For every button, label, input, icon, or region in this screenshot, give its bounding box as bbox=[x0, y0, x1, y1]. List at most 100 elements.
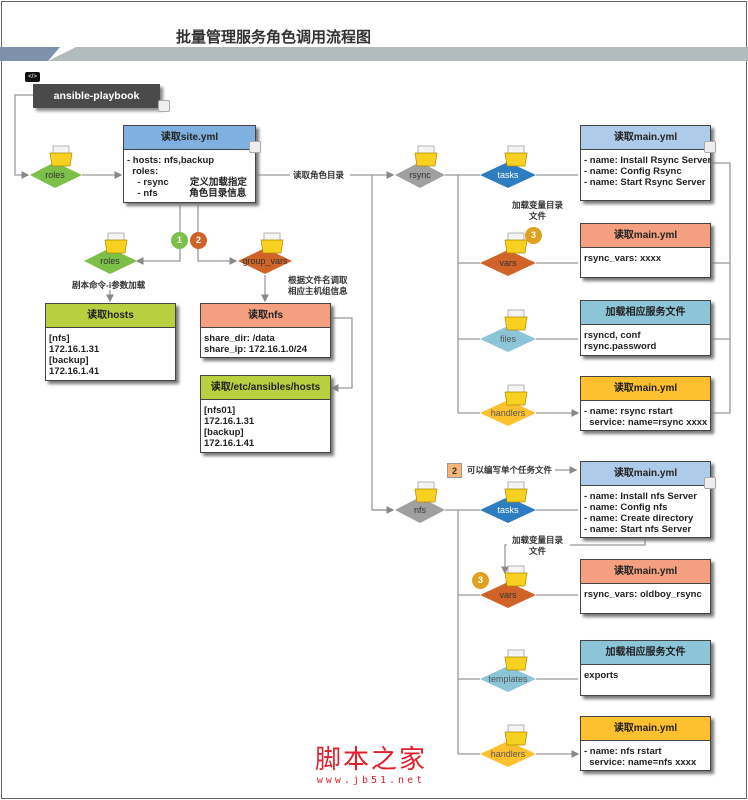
nfs-tasks-diamond[interactable]: tasks bbox=[480, 497, 536, 523]
box-header: 读取main.yml bbox=[581, 462, 710, 486]
nfs-handlers-box: 读取main.yml - name: nfs rstart service: n… bbox=[580, 716, 711, 771]
folder-icon bbox=[414, 481, 438, 503]
group-vars-diamond[interactable]: group_vars bbox=[238, 248, 292, 274]
nfs-templates-diamond[interactable]: templates bbox=[480, 666, 536, 692]
nfs-vars-note: 加载变量目录 文件 bbox=[512, 535, 564, 556]
box-header: 读取nfs bbox=[201, 304, 330, 328]
folder-icon bbox=[504, 232, 528, 254]
box-header: 读取hosts bbox=[46, 304, 175, 328]
folder-icon bbox=[504, 145, 528, 167]
box-body: - name: nfs rstart service: name=nfs xxx… bbox=[584, 746, 697, 768]
command-box[interactable]: ansible-playbook ./site.yml bbox=[33, 84, 160, 126]
minimize-icon[interactable] bbox=[704, 477, 716, 489]
folder-icon bbox=[504, 309, 528, 331]
code-icon: </> bbox=[25, 72, 40, 82]
hosts-box: 读取hosts [nfs] 172.16.1.31 [backup] 172.1… bbox=[45, 303, 176, 381]
box-body: - name: Install Rsync Server - name: Con… bbox=[584, 155, 712, 188]
site-yml-box: 读取site.yml - hosts: nfs,backup roles: - … bbox=[123, 125, 256, 203]
box-body: [nfs] 172.16.1.31 [backup] 172.16.1.41 bbox=[49, 333, 100, 377]
rsync-vars-box: 读取main.yml rsync_vars: xxxx bbox=[580, 223, 711, 278]
roles-inventory-diamond[interactable]: roles bbox=[84, 248, 137, 274]
folder-icon bbox=[414, 145, 438, 167]
rsync-handlers-diamond[interactable]: handlers bbox=[480, 400, 536, 426]
box-header: 读取main.yml bbox=[581, 377, 710, 401]
svg-text:vars: vars bbox=[499, 258, 517, 268]
svg-text:nfs: nfs bbox=[414, 505, 427, 515]
svg-text:tasks: tasks bbox=[497, 170, 519, 180]
rsync-files-diamond[interactable]: files bbox=[480, 326, 536, 352]
box-body: - name: rsync rstart service: name=rsync… bbox=[584, 406, 708, 428]
minimize-icon[interactable] bbox=[249, 141, 261, 153]
watermark: 脚本之家 www.jb51.net bbox=[315, 745, 427, 787]
page-title: 批量管理服务角色调用流程图 bbox=[176, 29, 372, 46]
folder-icon bbox=[504, 384, 528, 406]
nfs-role-diamond[interactable]: nfs bbox=[395, 497, 445, 523]
header-band-accent bbox=[0, 47, 60, 61]
nfs-group-vars-box: 读取nfs share_dir: /data share_ip: 172.16.… bbox=[200, 303, 331, 358]
rsync-vars-note: 加载变量目录 文件 bbox=[512, 200, 564, 221]
rsync-tasks-diamond[interactable]: tasks bbox=[480, 162, 536, 188]
folder-icon bbox=[104, 232, 128, 254]
box-body: - name: Install nfs Server - name: Confi… bbox=[584, 491, 697, 535]
step-1-badge: 1 bbox=[171, 232, 188, 249]
svg-text:group_vars: group_vars bbox=[242, 256, 288, 266]
box-body: [nfs01] 172.16.1.31 [backup] 172.16.1.41 bbox=[204, 405, 255, 449]
step-2-square: 2 bbox=[447, 463, 462, 478]
folder-icon bbox=[504, 481, 528, 503]
step-3-badge: 3 bbox=[472, 572, 489, 589]
svg-text:roles: roles bbox=[45, 170, 65, 180]
roles-diamond[interactable]: roles bbox=[30, 162, 82, 188]
site-yml-body: - hosts: nfs,backup roles: - rsync 定义加载指… bbox=[127, 155, 247, 199]
minimize-icon[interactable] bbox=[158, 100, 170, 112]
watermark-name: 脚本之家 bbox=[315, 745, 428, 775]
box-body: rsync_vars: oldboy_rsync bbox=[584, 589, 702, 600]
step-3-badge: 3 bbox=[525, 227, 542, 244]
svg-text:templates: templates bbox=[488, 674, 528, 684]
box-header: 读取main.yml bbox=[581, 717, 710, 741]
svg-text:handlers: handlers bbox=[491, 408, 526, 418]
rsync-tasks-box: 读取main.yml - name: Install Rsync Server … bbox=[580, 125, 711, 201]
box-body: rsyncd, conf rsync.password bbox=[584, 330, 657, 352]
folder-icon bbox=[504, 649, 528, 671]
header-band bbox=[48, 47, 748, 61]
nfs-vars-diamond[interactable]: vars bbox=[480, 582, 536, 608]
nfs-tasks-box: 读取main.yml - name: Install nfs Server - … bbox=[580, 461, 711, 538]
minimize-icon[interactable] bbox=[704, 141, 716, 153]
folder-icon bbox=[504, 724, 528, 746]
rsync-handlers-box: 读取main.yml - name: rsync rstart service:… bbox=[580, 376, 711, 431]
nfs-handlers-diamond[interactable]: handlers bbox=[480, 741, 536, 767]
svg-text:tasks: tasks bbox=[497, 505, 519, 515]
folder-icon bbox=[49, 145, 73, 167]
read-role-dir-label: 读取角色目录 bbox=[293, 170, 345, 180]
rsync-role-diamond[interactable]: rsync bbox=[395, 162, 445, 188]
nfs-task-note: 可以编写单个任务文件 bbox=[467, 465, 553, 475]
site-yml-header: 读取site.yml bbox=[124, 126, 255, 150]
box-header: 读取main.yml bbox=[581, 560, 710, 584]
box-header: 加载相应服务文件 bbox=[581, 301, 710, 325]
step-2-badge: 2 bbox=[190, 232, 207, 249]
svg-text:roles: roles bbox=[100, 256, 120, 266]
svg-text:handlers: handlers bbox=[491, 749, 526, 759]
box-header: 加载相应服务文件 bbox=[581, 641, 710, 665]
svg-text:files: files bbox=[500, 334, 517, 344]
box-body: rsync_vars: xxxx bbox=[584, 253, 662, 264]
inventory-note: 剧本命令-i参数加载 bbox=[72, 280, 146, 290]
rsync-files-box: 加载相应服务文件 rsyncd, conf rsync.password bbox=[580, 300, 711, 356]
folder-icon bbox=[260, 232, 284, 254]
nfs-templates-box: 加载相应服务文件 exports bbox=[580, 640, 711, 696]
etc-hosts-box: 读取/etc/ansibles/hosts [nfs01] 172.16.1.3… bbox=[200, 375, 331, 453]
box-body: share_dir: /data share_ip: 172.16.1.0/24 bbox=[204, 333, 307, 355]
nfs-vars-box: 读取main.yml rsync_vars: oldboy_rsync bbox=[580, 559, 711, 614]
svg-text:rsync: rsync bbox=[409, 170, 431, 180]
box-body: exports bbox=[584, 670, 619, 681]
svg-text:vars: vars bbox=[499, 590, 517, 600]
watermark-url: www.jb51.net bbox=[316, 775, 426, 786]
group-note: 根据文件名调取 相应主机组信息 bbox=[288, 275, 348, 296]
folder-icon bbox=[504, 565, 528, 587]
box-header: 读取main.yml bbox=[581, 126, 710, 150]
box-header: 读取main.yml bbox=[581, 224, 710, 248]
rsync-vars-diamond[interactable]: vars bbox=[480, 250, 536, 276]
box-header: 读取/etc/ansibles/hosts bbox=[201, 376, 330, 400]
